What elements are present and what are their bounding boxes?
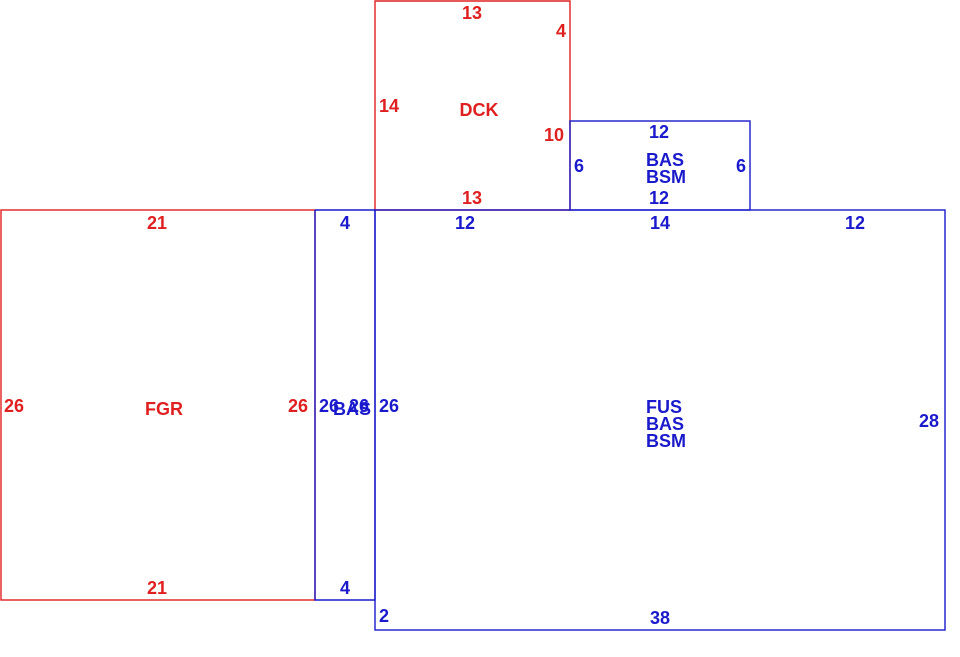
dck-dim-bottom: 13 bbox=[462, 188, 482, 208]
dck-dim-right-lower: 10 bbox=[544, 125, 564, 145]
bas-bump-code-2: BSM bbox=[646, 167, 686, 187]
main-dim-left: 26 bbox=[379, 396, 399, 416]
dck-area-code: DCK bbox=[460, 100, 499, 120]
bas-bump-dim-top: 12 bbox=[649, 122, 669, 142]
bas-bump-dim-right: 6 bbox=[736, 156, 746, 176]
main-code-2: BAS bbox=[646, 414, 684, 434]
bas-strip-dim-left: 26 bbox=[319, 396, 339, 416]
main-dim-top-left: 12 bbox=[455, 213, 475, 233]
main-dim-bottom: 38 bbox=[650, 608, 670, 628]
dck-dim-left: 14 bbox=[379, 96, 399, 116]
main-outline bbox=[374, 209, 946, 631]
fgr-dim-top: 21 bbox=[147, 213, 167, 233]
bas-bump-code-1: BAS bbox=[646, 150, 684, 170]
bas-bump-dim-left: 6 bbox=[574, 156, 584, 176]
fgr-dim-bottom: 21 bbox=[147, 578, 167, 598]
bas-strip-dim-bottom: 4 bbox=[340, 578, 350, 598]
main-dim-right: 28 bbox=[919, 411, 939, 431]
main-dim-top-mid: 14 bbox=[650, 213, 670, 233]
bas-strip-area-code: BAS bbox=[333, 399, 371, 419]
dck-dim-right-upper: 4 bbox=[556, 21, 566, 41]
main-code-1: FUS bbox=[646, 397, 682, 417]
bas-bump-dim-bottom: 12 bbox=[649, 188, 669, 208]
main-code-3: BSM bbox=[646, 431, 686, 451]
bas-strip-dim-top: 4 bbox=[340, 213, 350, 233]
main-dim-bottom-left-step: 2 bbox=[379, 606, 389, 626]
fgr-area-code: FGR bbox=[145, 399, 183, 419]
fgr-dim-right: 26 bbox=[288, 396, 308, 416]
bas-strip-dim-right: 26 bbox=[349, 396, 369, 416]
fgr-dim-left: 26 bbox=[4, 396, 24, 416]
dck-dim-top: 13 bbox=[462, 3, 482, 23]
main-dim-top-right: 12 bbox=[845, 213, 865, 233]
